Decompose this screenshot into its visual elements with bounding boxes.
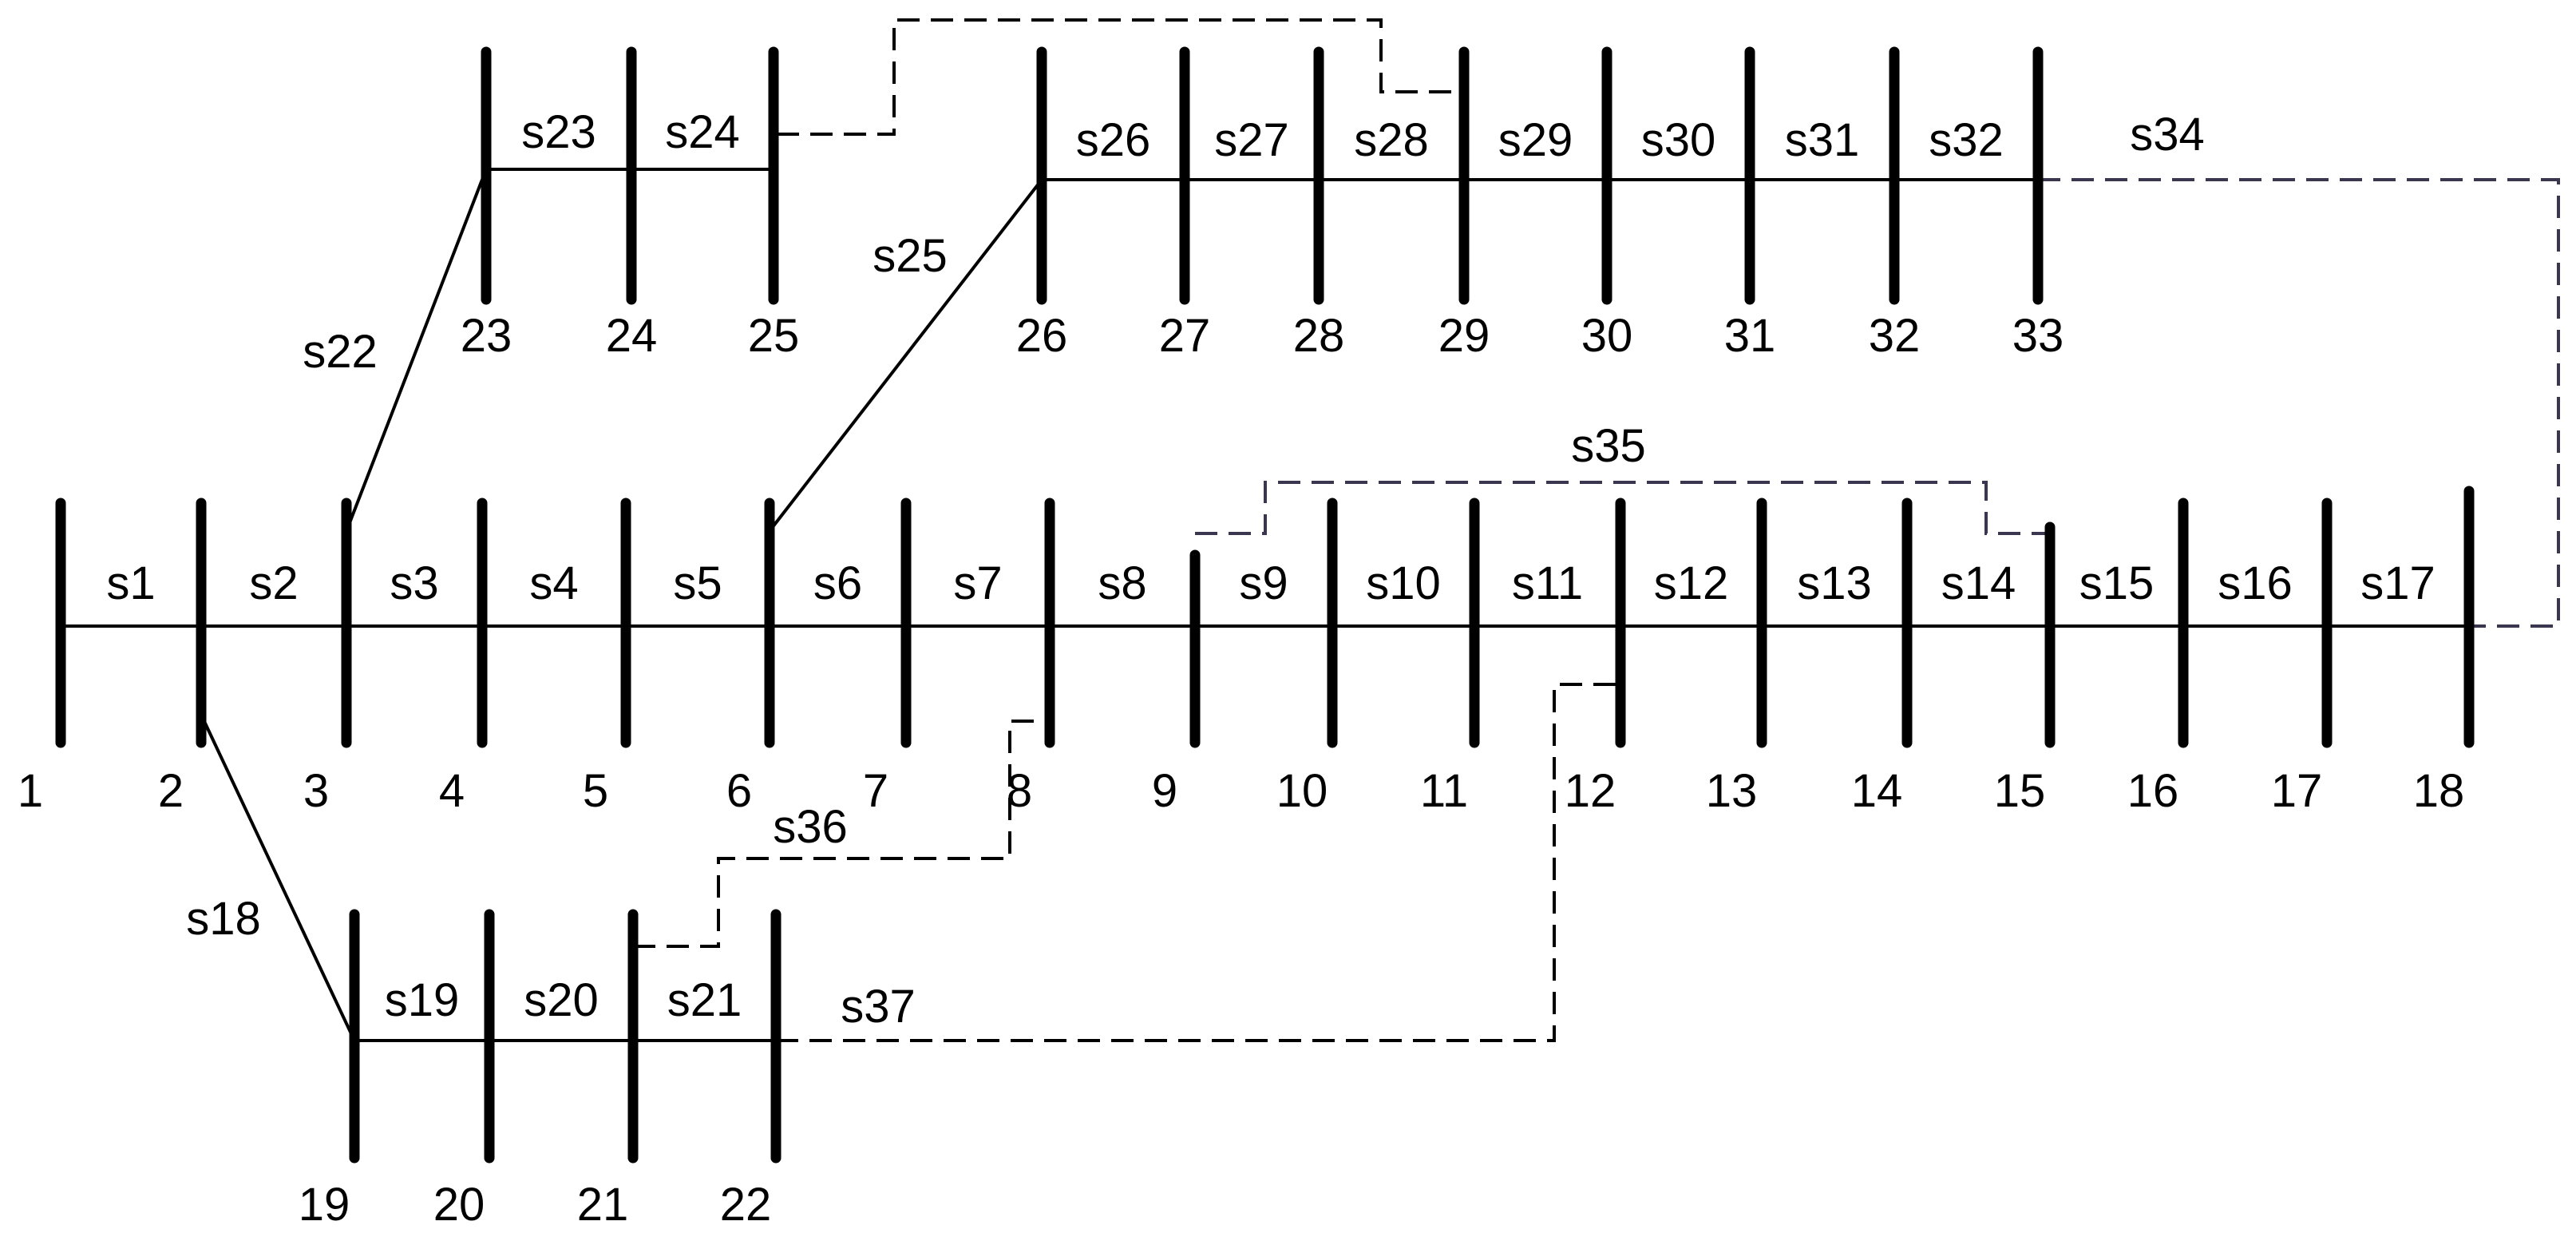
bus-number-29: 29	[1438, 310, 1490, 362]
branch-line-s22	[345, 169, 488, 532]
bus-number-15: 15	[1994, 765, 2046, 817]
bus-number-3: 3	[303, 765, 329, 817]
branch-label-s2: s2	[249, 557, 298, 609]
branch-label-s9: s9	[1239, 557, 1288, 609]
branch-label-s12: s12	[1654, 557, 1729, 609]
branch-label-s19: s19	[385, 974, 460, 1026]
branch-label-s29: s29	[1498, 114, 1573, 166]
branch-label-s22: s22	[303, 326, 378, 378]
branch-label-s6: s6	[813, 557, 862, 609]
bus-number-11: 11	[1420, 765, 1468, 817]
bus-number-30: 30	[1581, 310, 1633, 362]
tie-switch-s35	[1195, 481, 2050, 535]
bus-number-13: 13	[1706, 765, 1758, 817]
branch-label-s15: s15	[2079, 557, 2155, 609]
bus-number-5: 5	[583, 765, 608, 817]
branch-label-s4: s4	[529, 557, 578, 609]
bus-number-8: 8	[1007, 765, 1032, 817]
bus-number-2: 2	[158, 765, 184, 817]
branch-label-s3: s3	[390, 557, 438, 609]
branch-label-s27: s27	[1214, 114, 1289, 166]
bus-number-26: 26	[1016, 310, 1068, 362]
branch-label-s1: s1	[106, 557, 155, 609]
tie-label-s37: s37	[841, 981, 916, 1033]
bus-number-1: 1	[18, 765, 43, 817]
branch-label-s17: s17	[2360, 557, 2436, 609]
tie-label-s36: s36	[773, 801, 848, 853]
branch-label-s24: s24	[665, 106, 740, 158]
bus-number-32: 32	[1869, 310, 1921, 362]
branch-label-s20: s20	[524, 974, 599, 1026]
branch-label-s28: s28	[1354, 114, 1429, 166]
bus-number-20: 20	[433, 1179, 485, 1231]
tie-switch-s36	[633, 720, 1050, 948]
bus-number-9: 9	[1152, 765, 1177, 817]
bus-number-24: 24	[606, 310, 658, 362]
bus-number-33: 33	[2012, 310, 2064, 362]
bus-number-27: 27	[1159, 310, 1211, 362]
branch-label-s7: s7	[953, 557, 1002, 609]
branch-label-s11: s11	[1512, 557, 1583, 609]
tie-label-s35: s35	[1571, 420, 1646, 472]
branch-label-s18: s18	[186, 893, 261, 945]
bus-number-7: 7	[863, 765, 888, 817]
bus-number-16: 16	[2127, 765, 2179, 817]
bus-number-10: 10	[1276, 765, 1328, 817]
branch-label-s21: s21	[667, 974, 742, 1026]
tie-switch-s33	[777, 18, 1464, 136]
branch-label-s32: s32	[1929, 114, 2004, 166]
tie-switch-lines	[633, 18, 2560, 1042]
branch-label-s26: s26	[1076, 114, 1151, 166]
bus-bars	[55, 46, 2475, 1164]
branch-label-s30: s30	[1641, 114, 1716, 166]
branch-label-s8: s8	[1098, 557, 1146, 609]
branch-label-s13: s13	[1797, 557, 1872, 609]
branch-label-s31: s31	[1785, 114, 1860, 166]
bus-number-28: 28	[1293, 310, 1345, 362]
labels: s1 s2 s3 s4 s5 s6 s7 s8 s9 s10 s11 s12 s13 s14 s15 s16 s…	[18, 106, 2464, 1231]
bus-number-18: 18	[2413, 765, 2465, 817]
tie-switch-s37	[776, 683, 1620, 1042]
tie-switch-s34	[2038, 178, 2560, 628]
bus-number-14: 14	[1851, 765, 1903, 817]
bus-number-25: 25	[748, 310, 800, 362]
bus-number-6: 6	[726, 765, 752, 817]
branch-label-s10: s10	[1366, 557, 1441, 609]
bus-number-17: 17	[2271, 765, 2323, 817]
bus-number-31: 31	[1724, 310, 1776, 362]
branch-line-s25	[768, 178, 1043, 533]
bus-number-22: 22	[720, 1179, 772, 1231]
bus-number-4: 4	[439, 765, 465, 817]
branch-label-s23: s23	[521, 106, 596, 158]
branch-label-s5: s5	[673, 557, 722, 609]
bus-number-12: 12	[1565, 765, 1616, 817]
bus-number-23: 23	[461, 310, 512, 362]
tie-label-s34: s34	[2130, 109, 2205, 161]
branch-lines	[61, 168, 2469, 1042]
branch-label-s25: s25	[873, 230, 948, 282]
bus-number-21: 21	[577, 1179, 629, 1231]
branch-line-s18	[200, 714, 356, 1041]
branch-label-s16: s16	[2218, 557, 2293, 609]
branch-label-s14: s14	[1941, 557, 2016, 609]
bus-number-19: 19	[299, 1179, 350, 1231]
